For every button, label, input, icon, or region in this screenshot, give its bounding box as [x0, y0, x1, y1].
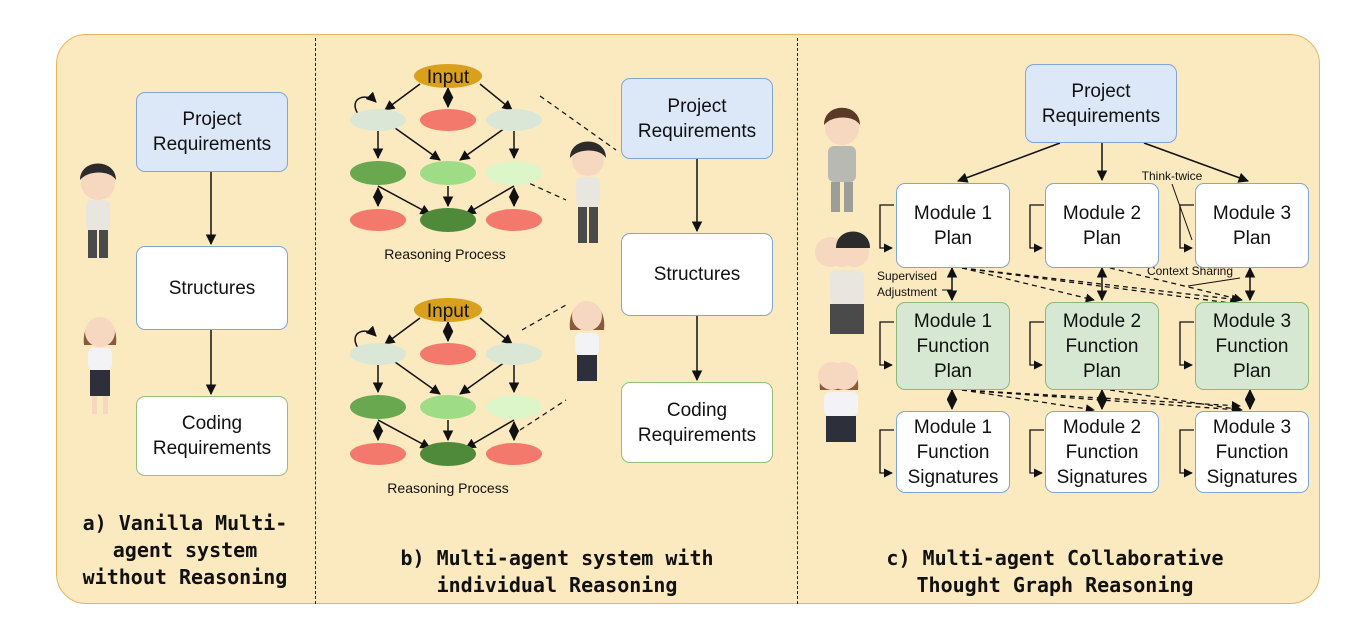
input-label-bottom: Input — [427, 301, 470, 322]
reasoning-label-top: Reasoning Process — [384, 246, 505, 262]
module-1-plan-box: Module 1 Plan — [896, 183, 1010, 268]
context-sharing-callout — [1187, 277, 1241, 287]
project-requirements-box-c: Project Requirements — [1025, 64, 1177, 143]
supervised-label-1: Supervised — [877, 269, 937, 283]
self-loops — [879, 204, 1194, 478]
module-1-signatures-box: Module 1 Function Signatures — [896, 411, 1010, 493]
agent-group-icon — [818, 362, 859, 442]
module-2-function-plan-box: Module 2 Function Plan — [1045, 302, 1159, 390]
supervised-label-2: Adjustment — [877, 285, 938, 299]
pointer-line-1 — [539, 95, 617, 151]
think-twice-callout — [1171, 183, 1193, 241]
coding-requirements-box-a: Coding Requirements — [136, 396, 288, 476]
pointer-line-4 — [519, 399, 567, 431]
structures-box-a: Structures — [136, 246, 288, 330]
agent-man-icon — [80, 163, 116, 258]
agent-woman-icon — [83, 317, 117, 414]
structures-box-b: Structures — [621, 233, 773, 316]
project-requirements-box-b: Project Requirements — [621, 78, 773, 159]
module-3-signatures-box: Module 3 Function Signatures — [1195, 411, 1309, 493]
pointer-line-2 — [521, 179, 567, 201]
arrow-c-top-right — [1143, 142, 1249, 183]
arrow-c-top-left — [957, 142, 1061, 183]
coding-requirements-box-b: Coding Requirements — [621, 382, 773, 463]
caption-a: a) Vanilla Multi- agent system without R… — [82, 511, 288, 589]
agent-group-icon — [815, 231, 870, 334]
agent-woman-icon — [569, 301, 605, 381]
module-2-signatures-box: Module 2 Function Signatures — [1045, 411, 1159, 493]
module-1-function-plan-box: Module 1 Function Plan — [896, 302, 1010, 390]
module-3-plan-box: Module 3 Plan — [1195, 183, 1309, 268]
module-3-function-plan-box: Module 3 Function Plan — [1195, 302, 1309, 390]
divider-bc — [797, 38, 798, 604]
context-sharing-arrows — [961, 267, 1243, 414]
think-twice-label: Think-twice — [1142, 169, 1203, 183]
pointer-line-3 — [521, 304, 567, 331]
divider-ab — [315, 38, 316, 604]
caption-c: c) Multi-agent Collaborative Thought Gra… — [886, 546, 1224, 597]
project-requirements-box-a: Project Requirements — [136, 92, 288, 172]
input-label-top: Input — [427, 67, 470, 88]
caption-b: b) Multi-agent system with individual Re… — [400, 546, 714, 597]
reasoning-graph-top — [350, 64, 542, 232]
reasoning-graph-bottom — [350, 298, 542, 466]
module-2-plan-box: Module 2 Plan — [1045, 183, 1159, 268]
reasoning-label-bottom: Reasoning Process — [387, 480, 508, 496]
agent-man-icon — [824, 107, 860, 212]
agent-man-icon — [570, 141, 606, 243]
